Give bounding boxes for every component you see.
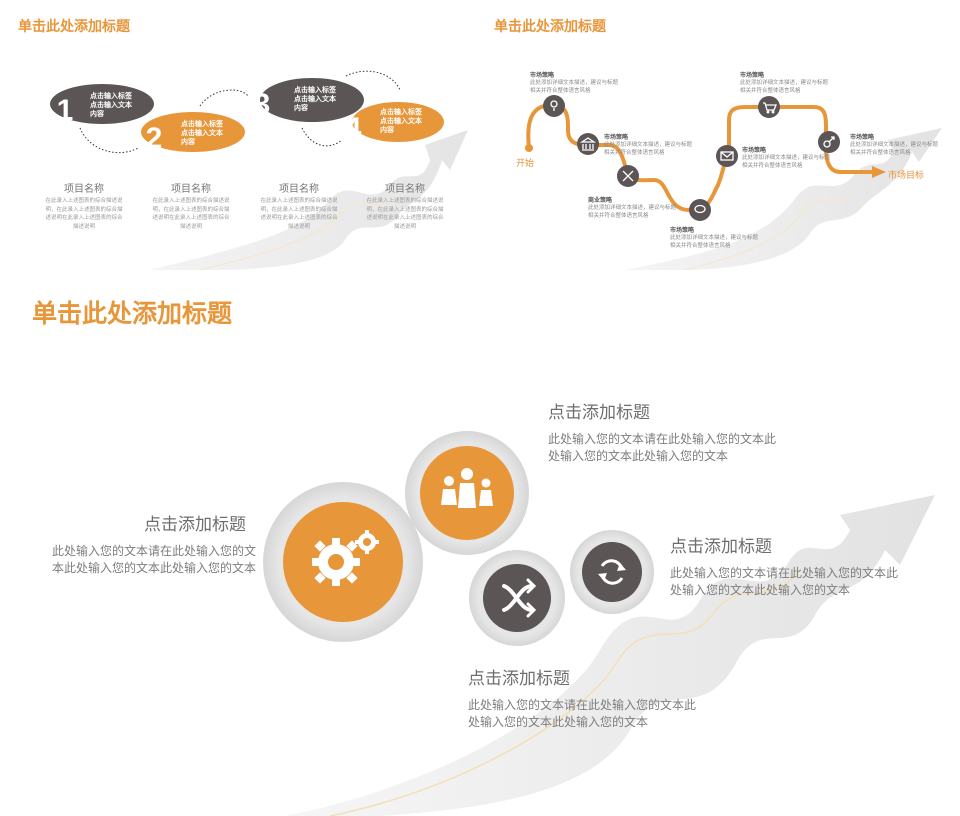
pill-3 [260,78,364,122]
pill-3-text[interactable]: 点击输入标签点击输入文本内容 [294,87,336,112]
family-icon [441,468,493,508]
node-1 [543,95,565,117]
node-4 [689,199,711,221]
pill-1 [50,84,154,124]
gears-icon [312,530,379,586]
refresh-circle [582,542,642,602]
node-6 [758,96,780,118]
slide-3-title[interactable]: 单击此处添加标题 [32,300,233,328]
pill-4 [352,102,444,142]
item-refresh-text[interactable]: 点击添加标题 此处输入您的文本请在此处输入您的文本此 处输入您的文本此处输入您的… [670,537,899,597]
road-arrow-graphic [50,70,468,270]
node-3-label[interactable]: 商业策略此处添加详细文本描述，建议与标题相关并符合整体语言风格 [588,198,677,219]
step-3-number: 3 [253,88,271,121]
slide-1: 单击此处添加标题 1 2 3 4 点击输入标签点击输入文本内容 点击输入标签点击… [0,0,476,270]
mail-icon [720,151,734,161]
slide-2: 单击此处添加标题 开始 市场目标 [484,0,960,270]
node-6-label[interactable]: 市场策略此处添加详细文本描述，建议与标题相关并符合整体语言风格 [740,73,829,94]
shuffle-icon [502,578,537,618]
item-gears-text[interactable]: 点击添加标题 此处输入您的文本请在此处输入您的文 本此处输入您的文本此处输入您的… [51,515,256,575]
node-4-label[interactable]: 市场策略此处添加详细文本描述，建议与标题相关并符合整体语言风格 [670,228,759,249]
step-4-number: 4 [344,112,362,145]
step-2-number: 2 [145,122,163,155]
node-5 [716,145,738,167]
slide-2-title[interactable]: 单击此处添加标题 [494,18,606,34]
start-label[interactable]: 开始 [516,158,535,168]
slide-3: 单击此处添加标题 [0,280,960,816]
item-family-text[interactable]: 点击添加标题 此处输入您的文本请在此处输入您的文本此 处输入您的文本此处输入您的… [548,403,777,463]
gender-icon [823,136,835,148]
pill-4-text[interactable]: 点击输入标签点击输入文本内容 [380,109,422,134]
step-2-desc[interactable]: 在此录入上述图表的综合描述说明，在此录入上述图表的综合描述说明在此录入上述图表的… [152,198,230,230]
pill-1-text[interactable]: 点击输入标签点击输入文本内容 [90,93,132,118]
chat-bubble-icon [694,204,706,214]
pill-2-text[interactable]: 点击输入标签点击输入文本内容 [181,121,223,146]
node-5-label[interactable]: 市场策略此处添加详细文本描述，建议与标题相关并符合整体语言风格 [742,148,831,169]
location-pin-icon [550,100,558,111]
road-arrow-graphic-large [263,431,935,816]
pill-2 [141,112,245,152]
refresh-icon [598,559,626,585]
step-2-name[interactable]: 项目名称 [171,184,211,195]
cart-icon [763,102,777,114]
end-label[interactable]: 市场目标 [888,170,925,180]
step-3-name[interactable]: 项目名称 [279,184,319,195]
step-1-name[interactable]: 项目名称 [64,184,104,195]
item-shuffle-text[interactable]: 点击添加标题 此处输入您的文本请在此处输入您的文本此 处输入您的文本此处输入您的… [468,669,697,729]
slide-1-title[interactable]: 单击此处添加标题 [18,18,130,34]
bank-icon [579,137,597,151]
step-3-desc[interactable]: 在此录入上述图表的综合描述说明，在此录入上述图表的综合描述说明在此录入上述图表的… [260,198,338,230]
node-2 [577,133,599,155]
step-4-desc[interactable]: 在此录入上述图表的综合描述说明，在此录入上述图表的综合描述说明在此录入上述图表的… [366,198,444,230]
road-path-graphic [525,95,942,270]
step-1-desc[interactable]: 在此录入上述图表的综合描述说明，在此录入上述图表的综合描述说明在此录入上述图表的… [45,198,123,230]
tools-icon [622,170,634,182]
node-1-label[interactable]: 市场策略此处添加详细文本描述，建议与标题相关并符合整体语言风格 [530,73,619,94]
node-7-label[interactable]: 市场策略此处添加详细文本描述，建议与标题相关并符合整体语言风格 [850,135,939,156]
step-1-number: 1 [56,94,74,127]
node-2-label[interactable]: 市场策略此处添加详细文本描述，建议与标题相关并符合整体语言风格 [604,135,693,156]
step-4-name[interactable]: 项目名称 [385,184,425,195]
